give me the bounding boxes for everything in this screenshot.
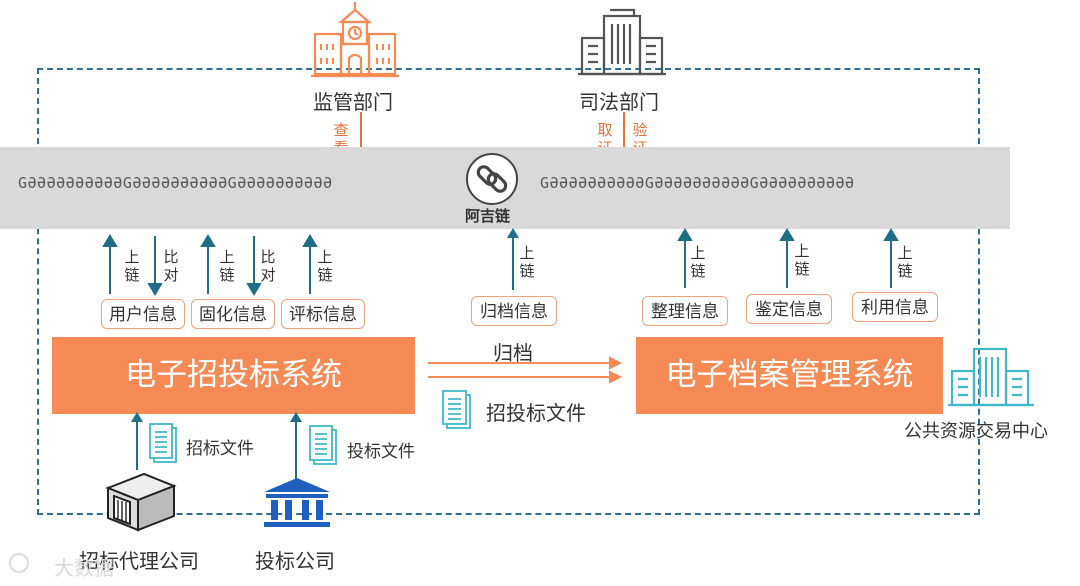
agency-office-icon: [100, 466, 178, 536]
tender-doc-label: 招标文件: [186, 439, 254, 459]
archive-system-block: 电子档案管理系统: [636, 337, 943, 414]
chain-links-left: GƏƏƏƏƏƏƏƏƏƏGƏƏƏƏƏƏƏƏƏƏGƏƏƏƏƏƏƏƏƏƏ: [18, 174, 333, 192]
exchange-center-building-icon: [948, 345, 1034, 407]
tender-bid-file-label: 招投标文件: [486, 401, 586, 425]
upload-label-4: 上链: [690, 244, 706, 280]
judicial-building-icon: [578, 8, 666, 76]
watermark-text: 大数据: [54, 556, 114, 580]
regulator-building-icon: [309, 0, 401, 78]
evaluation-info-box: 评标信息: [281, 299, 365, 329]
user-info-box: 用户信息: [101, 299, 185, 329]
archive-system-arrows: [677, 228, 899, 288]
upload-label-3: 上链: [317, 248, 333, 284]
compare-label-2: 比对: [260, 248, 276, 284]
judicial-label: 司法部门: [579, 90, 659, 114]
upload-label-2: 上链: [219, 248, 235, 284]
chain-link-icon: [465, 152, 519, 206]
tender-system-block: 电子招投标系统: [52, 337, 415, 414]
exchange-center-label: 公共资源交易中心: [904, 421, 1048, 442]
bidder-up-arrow: [290, 412, 302, 480]
organize-info-box: 整理信息: [642, 296, 728, 326]
tender-doc-icon: [148, 422, 178, 464]
utilization-info-box: 利用信息: [852, 292, 938, 322]
regulator-label: 监管部门: [313, 90, 393, 114]
chain-links-right: GƏƏƏƏƏƏƏƏƏƏGƏƏƏƏƏƏƏƏƏƏGƏƏƏƏƏƏƏƏƏƏ: [540, 174, 855, 192]
bid-doc-icon: [308, 424, 338, 466]
upload-label-1: 上链: [124, 248, 140, 284]
bid-doc-label: 投标文件: [347, 442, 415, 462]
agency-label: 招标代理公司: [79, 549, 199, 573]
upload-label-5: 上链: [794, 242, 810, 278]
appraisal-info-box: 鉴定信息: [746, 294, 832, 324]
archive-upload-arrow: [507, 228, 519, 290]
agency-up-arrow: [131, 412, 143, 470]
system-boundary-frame: [37, 68, 980, 515]
archive-info-box: 归档信息: [471, 296, 557, 326]
fixed-info-box: 固化信息: [191, 299, 275, 329]
tender-arrows: [102, 234, 318, 296]
archive-flow-label: 归档: [493, 341, 533, 365]
archive-upload-label: 上链: [519, 244, 535, 280]
archive-flow-arrows: [428, 356, 623, 384]
bidder-bank-icon: [262, 478, 332, 528]
document-icon: [440, 388, 472, 430]
bidder-label: 投标公司: [255, 549, 335, 573]
watermark-logo-icon: [8, 552, 30, 574]
compare-label-1: 比对: [163, 248, 179, 284]
blockchain-label: 阿吉链: [465, 207, 511, 225]
upload-label-6: 上链: [897, 244, 913, 280]
